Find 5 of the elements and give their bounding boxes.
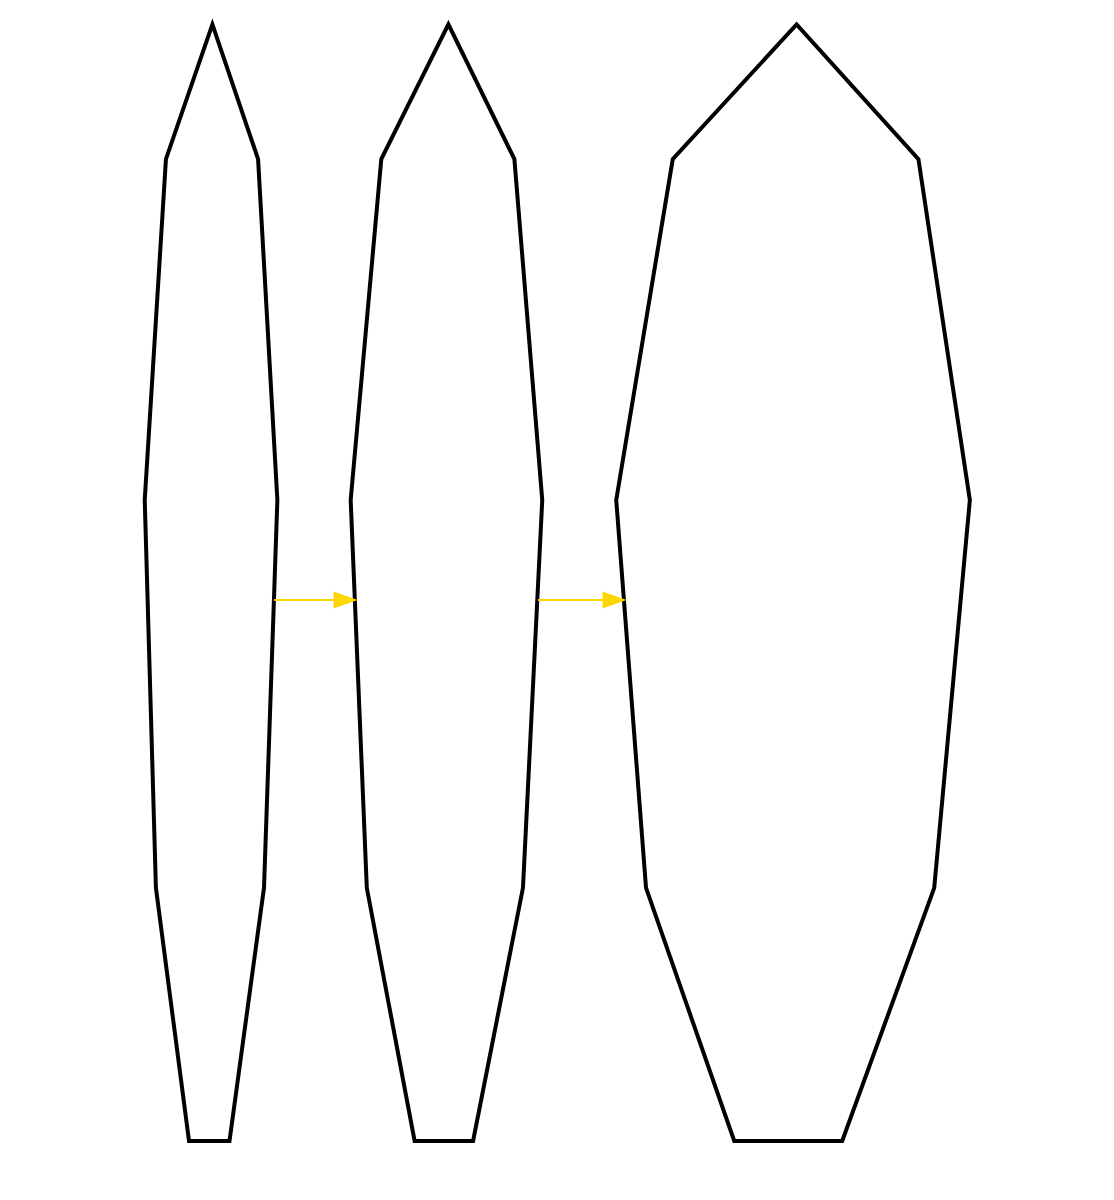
node-polygon — [142, 18, 280, 1143]
arrow — [536, 591, 627, 609]
arrow — [273, 591, 358, 609]
node-polygon — [614, 21, 972, 1143]
node-polygon — [348, 19, 545, 1143]
